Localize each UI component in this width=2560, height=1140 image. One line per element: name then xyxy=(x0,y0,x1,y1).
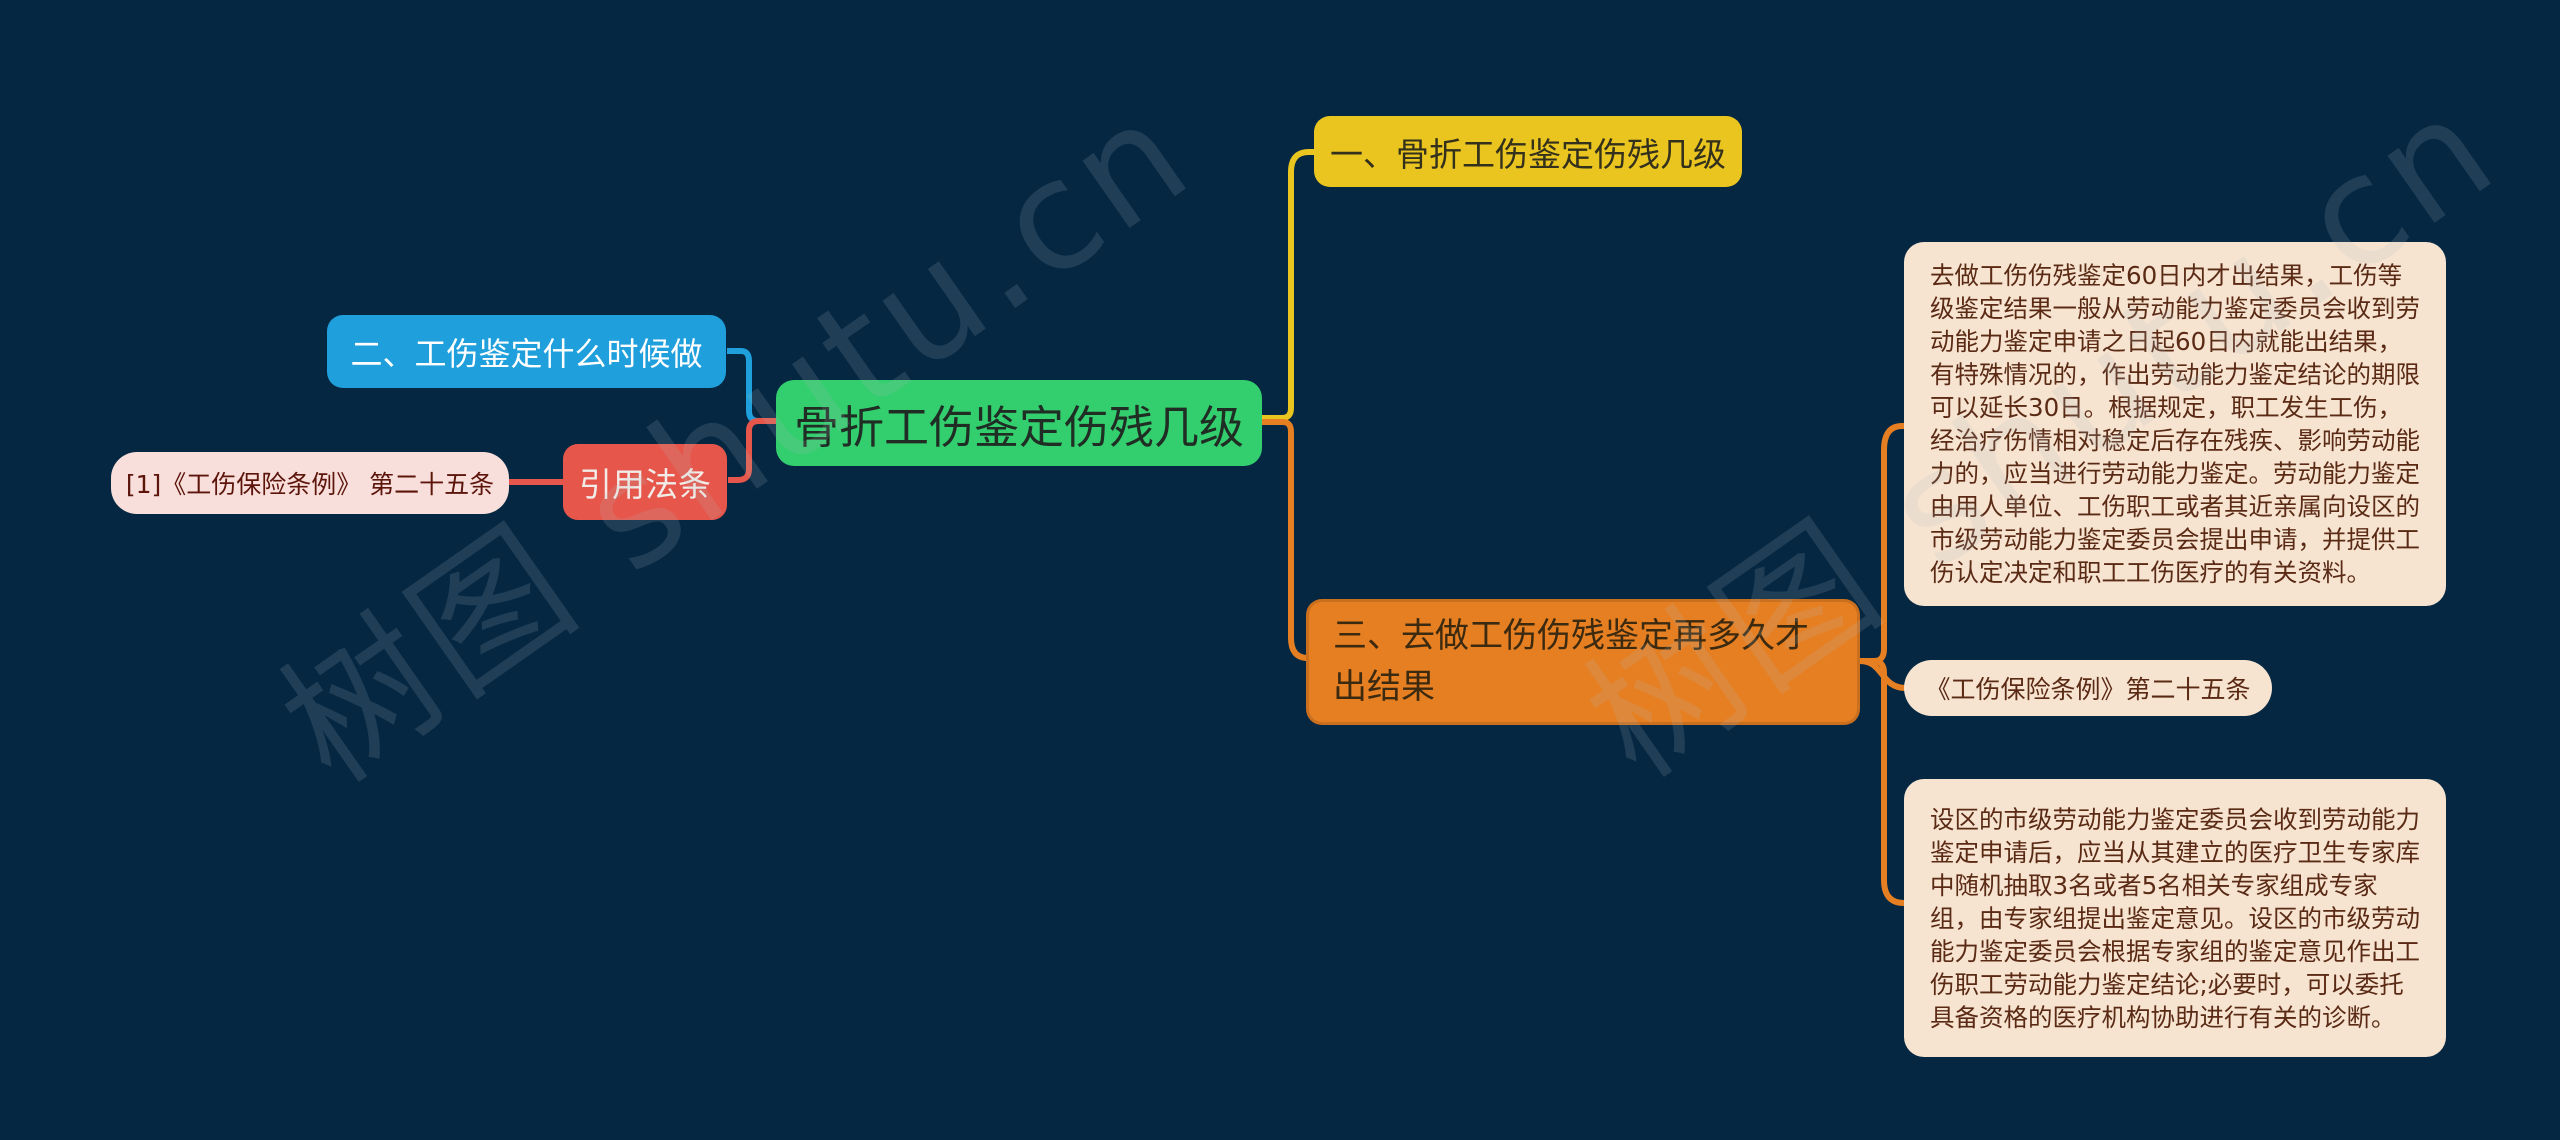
connector-topic3-note2 xyxy=(1860,658,1908,906)
citation-tag-node[interactable]: 引用法条 xyxy=(563,444,727,520)
connector-root-topic3 xyxy=(1261,419,1312,661)
detail-note-topic1[interactable]: 去做工伤伤残鉴定60日内才出结果，工伤等级鉴定结果一般从劳动能力鉴定委员会收到劳… xyxy=(1904,242,2446,606)
connector-root-topic1 xyxy=(1261,149,1316,421)
central-topic-node[interactable]: 骨折工伤鉴定伤残几级 xyxy=(776,380,1262,466)
topic-2-node[interactable]: 二、工伤鉴定什么时候做 xyxy=(327,315,726,388)
detail-note-topic3[interactable]: 设区的市级劳动能力鉴定委员会收到劳动能力鉴定申请后，应当从其建立的医疗卫生专家库… xyxy=(1904,779,2446,1057)
topic-1-node[interactable]: 一、骨折工伤鉴定伤残几级 xyxy=(1314,116,1742,187)
citation-reference-node[interactable]: [1]《工伤保险条例》 第二十五条 xyxy=(111,452,509,514)
connector-topic3-note1 xyxy=(1860,423,1908,664)
connector-root-topic2 xyxy=(727,348,778,424)
law-article-node[interactable]: 《工伤保险条例》第二十五条 xyxy=(1904,660,2272,716)
topic-3-node[interactable]: 三、去做工伤伤残鉴定再多久才出结果 xyxy=(1306,599,1860,725)
connector-root-citation-tag xyxy=(728,418,778,483)
